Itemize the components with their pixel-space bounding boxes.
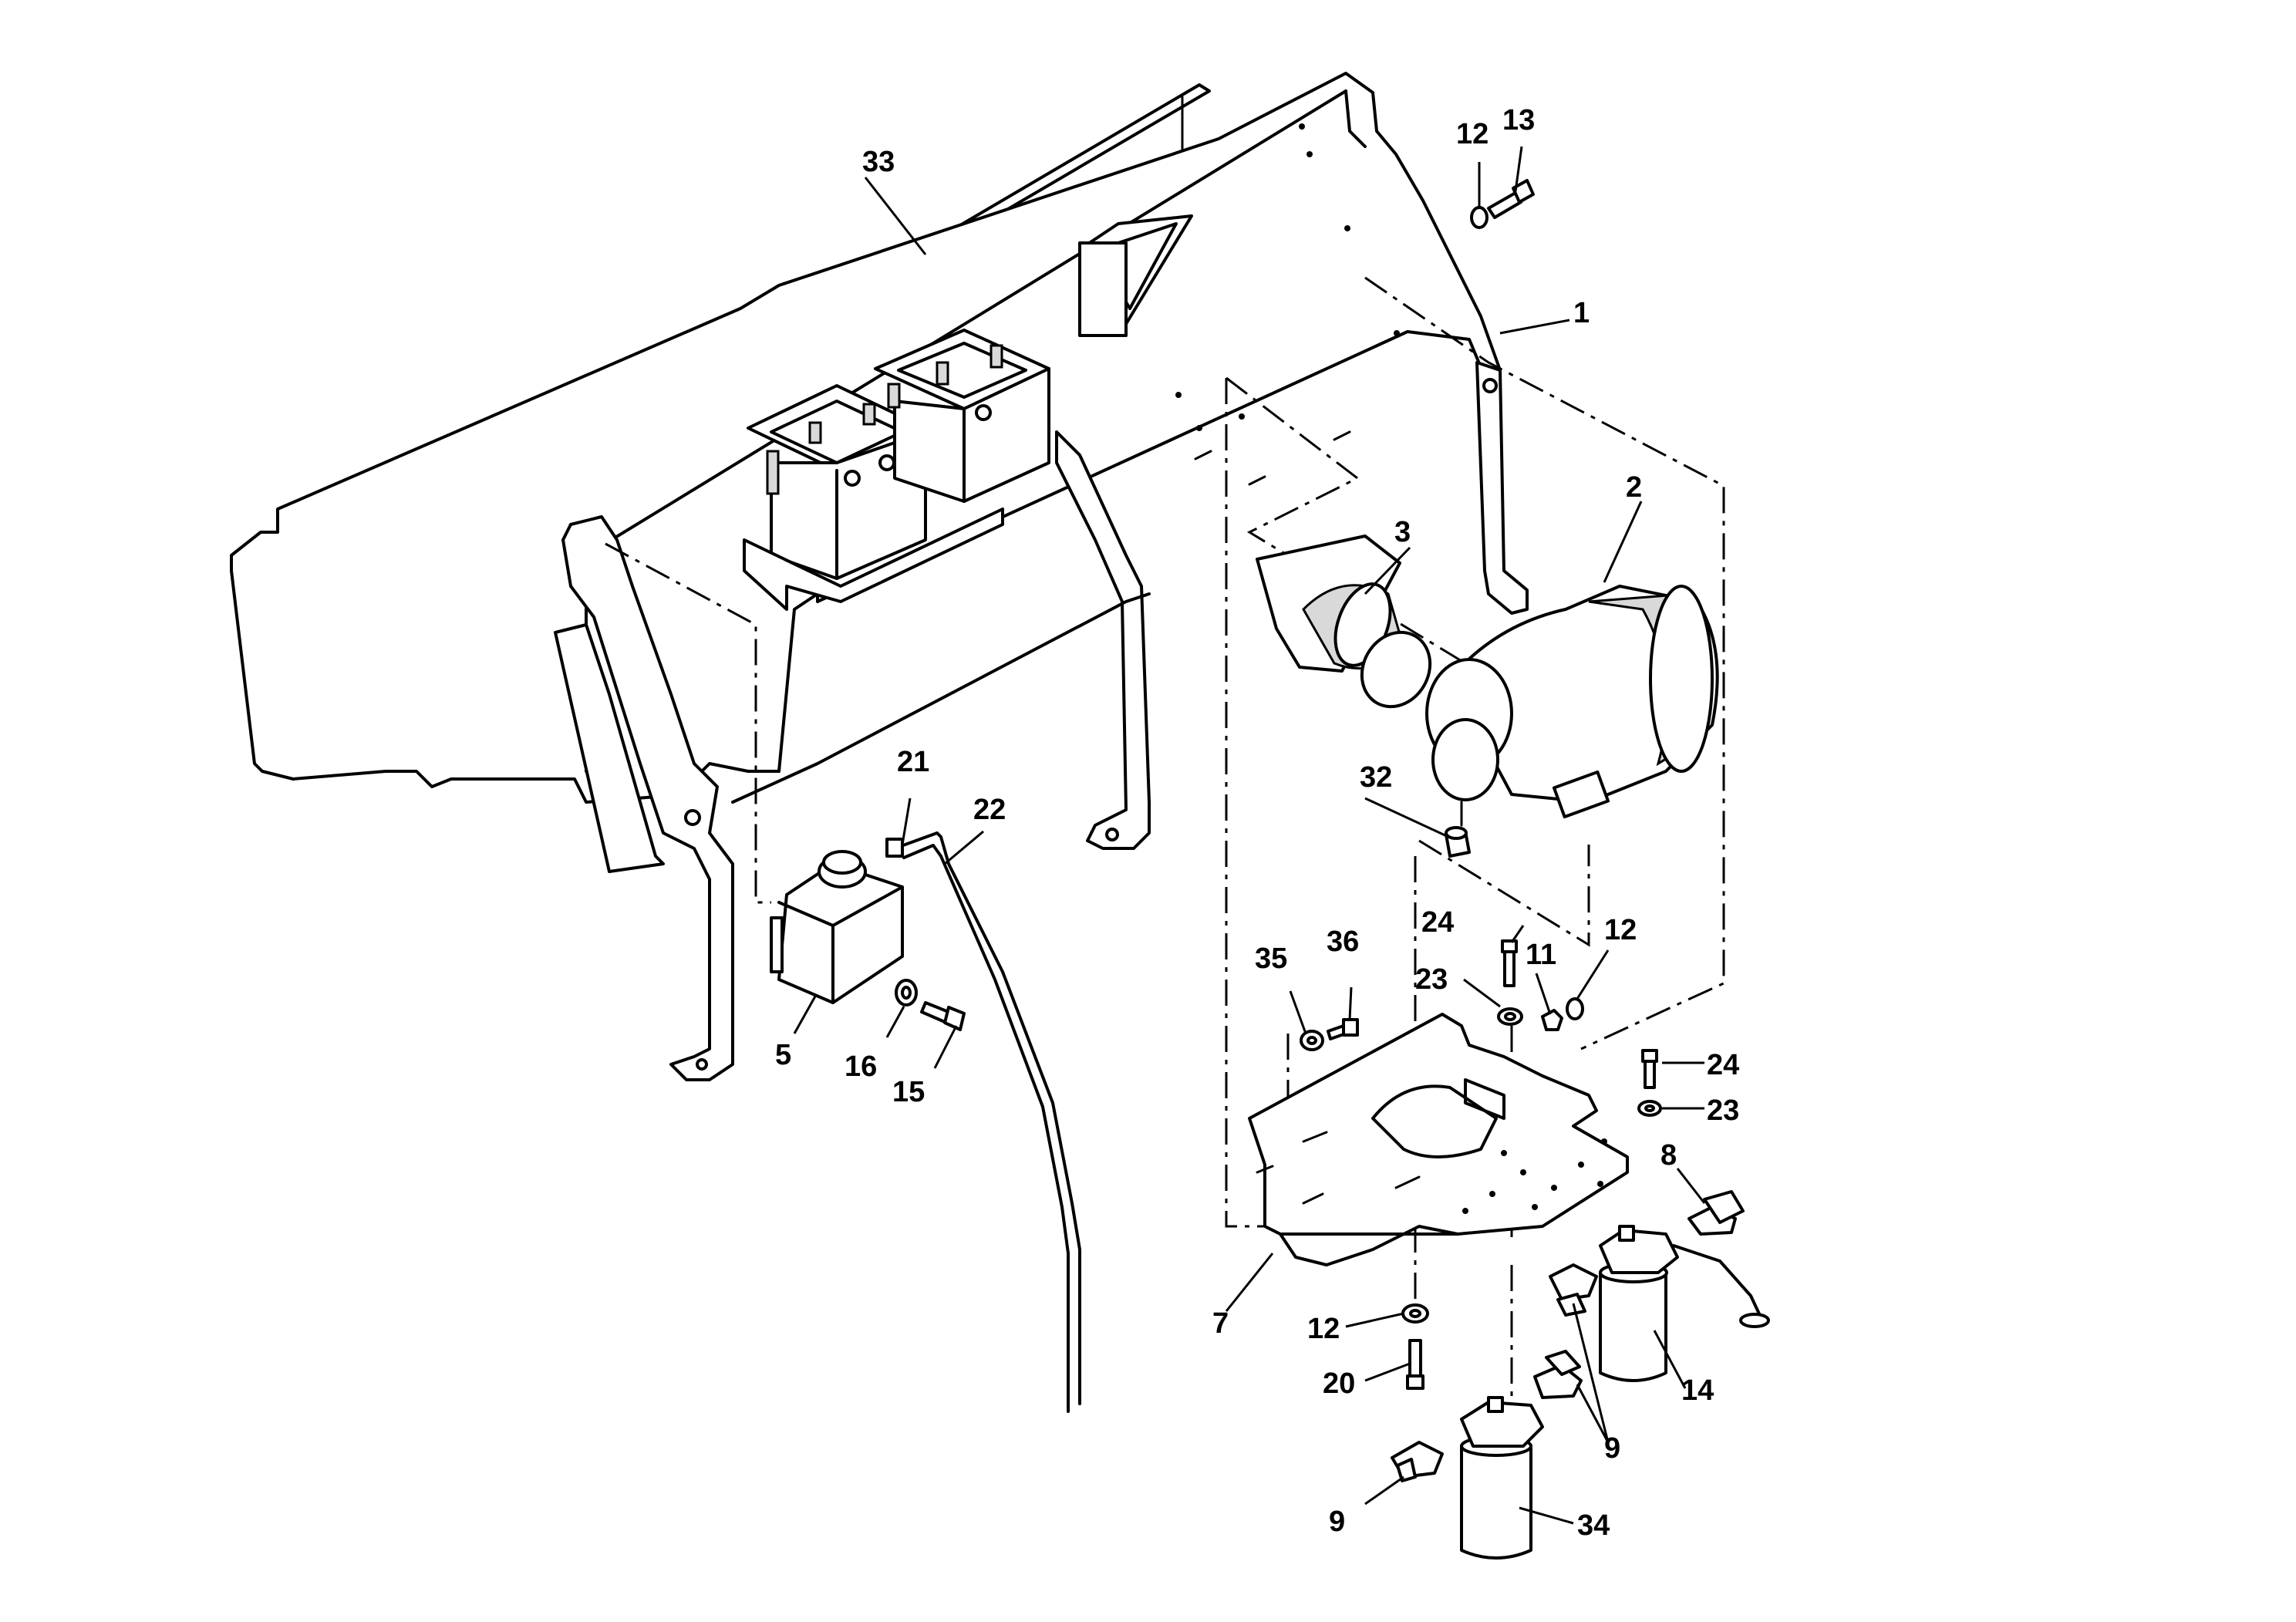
callout-8: 8	[1660, 1139, 1677, 1172]
callout-labels: 1 2 3 33 12 13 32 21 22 5 16 15 24 12 35…	[775, 104, 1739, 1542]
battery-holder-left	[743, 384, 1004, 611]
callout-23-right: 23	[1707, 1094, 1739, 1127]
cap-part-32	[1445, 801, 1471, 858]
washer-part-12-plate	[1566, 997, 1584, 1020]
callout-20: 20	[1323, 1367, 1355, 1400]
switch-part-8	[1687, 1190, 1745, 1236]
callout-21: 21	[897, 746, 929, 778]
leader-lines	[793, 146, 1706, 1525]
callout-5: 5	[775, 1039, 791, 1071]
callout-24-right: 24	[1707, 1049, 1739, 1081]
filter-part-34	[1460, 1396, 1544, 1560]
switch-part-9-upper	[1549, 1263, 1598, 1317]
washer-part-35	[1300, 1030, 1324, 1051]
intake-flange-part-3	[1256, 534, 1432, 709]
callout-1: 1	[1573, 297, 1590, 329]
callout-12-plate: 12	[1604, 914, 1637, 946]
callout-9-left: 9	[1329, 1506, 1345, 1538]
callout-34: 34	[1577, 1509, 1610, 1542]
callout-2: 2	[1626, 471, 1642, 504]
callout-12-top: 12	[1456, 118, 1489, 150]
callout-32: 32	[1360, 761, 1392, 794]
nut-part-11	[1541, 1009, 1563, 1031]
washer-part-12-lower	[1401, 1303, 1429, 1324]
callout-14: 14	[1681, 1374, 1714, 1407]
callout-12-lower: 12	[1307, 1313, 1340, 1345]
bolt-part-20	[1406, 1339, 1424, 1390]
bolt-part-13	[1487, 179, 1535, 219]
washer-part-23-upper	[1497, 1007, 1523, 1026]
callout-13: 13	[1502, 104, 1535, 137]
bolt-part-24-upper	[1501, 939, 1518, 987]
switch-part-9-left	[1391, 1441, 1444, 1482]
bolt-part-15	[920, 1001, 966, 1031]
reservoir-part-5	[770, 850, 904, 1004]
callout-3: 3	[1394, 516, 1411, 548]
switch-part-9-center	[1533, 1350, 1583, 1399]
washer-part-23-right	[1637, 1100, 1662, 1117]
washer-part-16	[895, 979, 918, 1007]
callout-16: 16	[845, 1050, 877, 1083]
mounting-plate-part-7	[1248, 1013, 1629, 1266]
callout-9-right: 9	[1604, 1432, 1620, 1465]
filter-part-14	[1599, 1225, 1770, 1382]
callout-23-upper: 23	[1415, 963, 1448, 996]
bolt-part-24-right	[1641, 1049, 1658, 1089]
callout-36: 36	[1327, 926, 1359, 958]
callout-35: 35	[1255, 943, 1287, 975]
battery-holder-right	[874, 329, 1050, 503]
air-filter-part-2	[1425, 585, 1719, 819]
hose-part-22	[885, 831, 1081, 1413]
callout-22: 22	[973, 794, 1006, 826]
callout-7: 7	[1212, 1307, 1229, 1340]
callout-24-upper: 24	[1421, 906, 1454, 939]
washer-part-12-top	[1470, 206, 1489, 229]
callout-33: 33	[862, 146, 895, 178]
callout-15: 15	[892, 1076, 925, 1108]
bolt-part-36	[1327, 1018, 1359, 1040]
callout-11: 11	[1526, 939, 1556, 971]
